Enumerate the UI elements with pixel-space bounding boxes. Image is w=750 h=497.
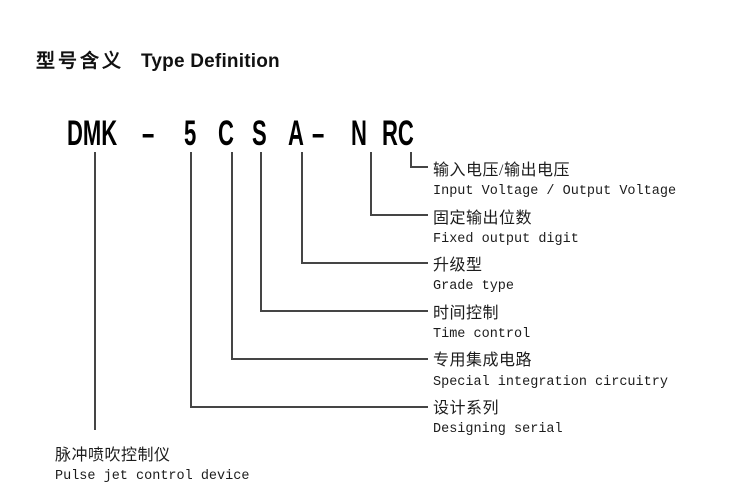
definition-c-zh: 专用集成电路	[433, 352, 533, 370]
definition-5-en: Designing serial	[433, 422, 563, 438]
definition-s-zh: 时间控制	[433, 304, 500, 322]
connector-rc-horizontal	[410, 166, 428, 168]
connector-c-vertical	[231, 152, 233, 359]
model-code-segment-s: S	[252, 114, 267, 153]
connector-5-vertical	[190, 152, 192, 407]
model-code-segment-n: N	[351, 114, 367, 153]
model-code-segment-a: A	[288, 114, 304, 153]
connector-a-vertical	[301, 152, 303, 263]
definition-a-zh: 升级型	[433, 257, 483, 275]
definition-dmk-zh: 脉冲喷吹控制仪	[55, 446, 171, 464]
connector-n-horizontal	[370, 214, 428, 216]
model-code-segment-5: 5	[184, 114, 197, 153]
page-title: 型号含义 Type Definition	[36, 46, 280, 73]
definition-rc-en: Input Voltage / Output Voltage	[433, 184, 677, 200]
connector-s-horizontal	[260, 310, 428, 312]
connector-a-horizontal	[301, 262, 428, 264]
connector-dmk-vertical	[94, 152, 96, 430]
page-title-en: Type Definition	[141, 51, 280, 72]
model-code-segment-c: C	[218, 114, 234, 153]
connector-n-vertical	[370, 152, 372, 215]
definition-5-zh: 设计系列	[433, 399, 500, 417]
connector-c-horizontal	[231, 358, 428, 360]
model-code-segment-dash1: –	[142, 114, 155, 153]
definition-n-zh: 固定输出位数	[433, 209, 533, 227]
model-code-segment-dash2: –	[312, 114, 325, 153]
model-code-segment-dmk: DMK	[67, 114, 118, 153]
definition-c-en: Special integration circuitry	[433, 374, 668, 390]
definition-labels: 输入电压/输出电压 Input Voltage / Output Voltage…	[433, 156, 676, 442]
definition-a-en: Grade type	[433, 279, 515, 295]
connector-5-horizontal	[190, 406, 428, 408]
model-code-segment-rc: RC	[382, 114, 414, 153]
connector-s-vertical	[260, 152, 262, 311]
page-title-zh: 型号含义	[36, 51, 125, 72]
definition-s-en: Time control	[433, 326, 531, 342]
definition-rc-zh: 输入电压/输出电压	[433, 161, 570, 179]
connector-rc-vertical	[410, 152, 412, 168]
definition-n-en: Fixed output digit	[433, 231, 579, 247]
definition-dmk-en: Pulse jet control device	[55, 469, 250, 485]
definition-dmk: 脉冲喷吹控制仪 Pulse jet control device	[55, 441, 249, 489]
